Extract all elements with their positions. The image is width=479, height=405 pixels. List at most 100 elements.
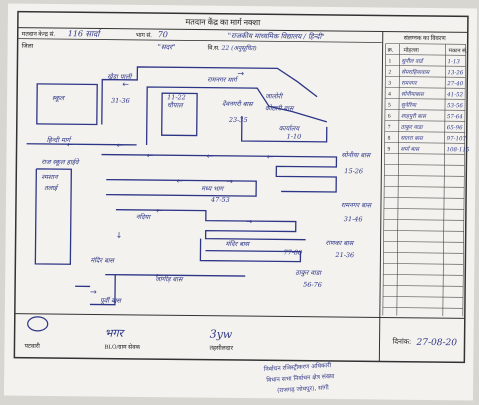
stamp-line-2: विधान सभा निर्वाचन क्षेत्र संख्या bbox=[266, 372, 335, 384]
svg-text:←: ← bbox=[67, 140, 74, 149]
table-cell: 4 bbox=[388, 92, 391, 98]
district-name: "सदर" bbox=[158, 43, 176, 51]
map-label-hindi-road: हिन्दी मार्ग bbox=[47, 136, 73, 144]
map-label-madhya: मध्य भाग bbox=[201, 185, 225, 193]
map-label-sonia-range: 15-26 bbox=[344, 167, 363, 175]
map-label-madhya-range: 47-53 bbox=[210, 196, 230, 204]
polling-station-number: 116 सार्दा bbox=[68, 28, 102, 38]
map-label-nadia: नदिया bbox=[136, 213, 152, 221]
building-name: "राजकीय माध्यमिक विद्यालय / हिन्दी" bbox=[228, 31, 325, 41]
constituency-value: 22 (अनुसूचित) bbox=[221, 44, 258, 52]
map-label-shamshan: श्मशान bbox=[41, 173, 59, 181]
table-cell: 6 bbox=[388, 114, 391, 120]
shamshan-block bbox=[34, 168, 72, 265]
svg-text:←: ← bbox=[117, 141, 124, 150]
table-header-cell: मकान सं. bbox=[449, 47, 468, 54]
map-label-thakurwada: ठाकुर वाडा bbox=[295, 269, 322, 277]
svg-text:←: ← bbox=[155, 271, 162, 280]
table-header-cell: मोहल्ला bbox=[404, 47, 420, 54]
map-label-ramnagar-road: रामनगर मार्ग bbox=[207, 76, 239, 84]
table-cell: 8 bbox=[388, 136, 391, 142]
ward-number: 70 bbox=[158, 30, 168, 39]
map-label-devnagari: देवनगरी बास bbox=[222, 100, 254, 108]
svg-text:→: → bbox=[226, 177, 233, 186]
table-cell: 53-56 bbox=[447, 103, 463, 109]
sidebar-heading: संलग्नक का विवरण bbox=[404, 34, 447, 42]
svg-text:←: ← bbox=[122, 80, 129, 89]
signature-2-mark: भगर bbox=[105, 327, 126, 340]
map-label-purvi: पूर्वी बास bbox=[100, 297, 123, 305]
map-label-jangir: जांगीड़ बास bbox=[155, 275, 184, 283]
map-label-thakurwada-range: 56-76 bbox=[303, 281, 322, 289]
table-cell: रामनगर bbox=[401, 81, 418, 87]
map-label-devnagari-range: 23-35 bbox=[228, 116, 248, 124]
table-cell: 7 bbox=[388, 125, 391, 131]
map-label-kothari: कोठारी बास bbox=[265, 104, 295, 112]
map-label-chaupal-range: 11-22 bbox=[167, 93, 186, 101]
signature-1-mark bbox=[27, 316, 49, 332]
school-block bbox=[36, 83, 98, 126]
svg-text:←: ← bbox=[146, 151, 153, 160]
svg-text:←: ← bbox=[266, 152, 273, 161]
date-label: दिनांक: bbox=[393, 337, 412, 346]
date-value: 27-08-20 bbox=[415, 338, 457, 348]
table-cell: 41-52 bbox=[446, 92, 463, 98]
route-map-canvas: मतदान केंद्र का मार्ग नक्शा मतदान केन्द्… bbox=[13, 10, 470, 394]
signature-area: पटवारी भगर BLO/ग्राम सेवक 3yw तहसीलदार द… bbox=[24, 316, 457, 352]
road-network bbox=[26, 66, 338, 306]
svg-text:←: ← bbox=[156, 206, 163, 215]
map-label-school: स्कूल bbox=[52, 94, 66, 102]
table-cell: 97-107 bbox=[447, 136, 467, 142]
polling-station-label: मतदान केन्द्र सं. bbox=[22, 30, 56, 38]
map-label-kharsi-range: 31-36 bbox=[111, 97, 130, 105]
svg-text:→: → bbox=[90, 287, 97, 296]
map-label-ranka-range: 21-36 bbox=[334, 251, 354, 259]
table-cell: सुनेरिया bbox=[401, 102, 418, 109]
signature-2-caption: BLO/ग्राम सेवक bbox=[104, 343, 140, 351]
svg-text:↓: ↓ bbox=[116, 231, 123, 240]
signature-1-caption: पटवारी bbox=[24, 342, 40, 350]
table-cell: 1 bbox=[388, 59, 391, 65]
table-cell: 57-64 bbox=[447, 114, 463, 120]
map-label-office: कार्यालय bbox=[279, 124, 301, 132]
map-label-ramjilal-range: 31-46 bbox=[344, 215, 363, 223]
ward-label: भाग सं. bbox=[136, 32, 153, 39]
table-cell: 65-96 bbox=[447, 125, 463, 131]
table-cell: सुनील वार्ड bbox=[401, 58, 424, 65]
table-cell: सातरा बास bbox=[401, 136, 424, 142]
map-label-mandir-range: 77-80 bbox=[283, 248, 302, 256]
map-label-chaupal: चौपाल bbox=[167, 101, 184, 109]
signature-3-caption: तहसीलदार bbox=[209, 344, 233, 352]
map-label-ranka: राणका बास bbox=[326, 239, 355, 247]
table-cell: सोनीयाबास bbox=[401, 91, 425, 98]
map-label-ramjilal: रामनगर बास bbox=[341, 201, 373, 209]
table-cell: 108-115 bbox=[447, 147, 470, 153]
table-cell: 27-40 bbox=[446, 81, 463, 87]
map-label-kharsi: खेड़ा पाली bbox=[107, 73, 132, 81]
svg-text:←: ← bbox=[206, 152, 213, 161]
form-title: मतदान केंद्र का मार्ग नक्शा bbox=[185, 16, 261, 27]
constituency-label: वि.स. bbox=[208, 44, 221, 52]
map-label-sonia-bas: सोनीया बास bbox=[341, 151, 371, 159]
house-range-table: क्र. मोहल्ला मकान सं. 1 सुनील वार्ड 1-13 2 सेमर… bbox=[382, 43, 470, 317]
map-label-talai: तलाई bbox=[44, 184, 59, 192]
map-label-jalore: जालोरी bbox=[265, 92, 283, 100]
signature-3-mark: 3yw bbox=[210, 328, 233, 341]
table-header-cell: क्र. bbox=[388, 48, 394, 54]
table-cell: 5 bbox=[388, 103, 391, 109]
official-stamp: निर्वाचन रजिस्ट्रीकरण अधिकारी विधान सभा … bbox=[264, 361, 335, 394]
svg-text:→: → bbox=[237, 69, 244, 78]
outer-frame bbox=[13, 10, 469, 364]
table-cell: सेमराहियावास bbox=[401, 69, 430, 76]
table-cell: 3 bbox=[388, 81, 391, 87]
form-sheet: मतदान केंद्र का मार्ग नक्शा मतदान केन्द्… bbox=[3, 3, 478, 401]
table-cell: 2 bbox=[388, 70, 391, 76]
map-label-gram-panchayat: राज स्कूल हाईवे bbox=[41, 158, 80, 166]
map-label-kothari-range: 1-10 bbox=[287, 132, 302, 140]
stamp-line-3: (राजगढ़ जोधपुर), सांगी bbox=[277, 383, 330, 394]
table-cell: 9 bbox=[388, 147, 391, 153]
table-cell: 1-13 bbox=[447, 59, 460, 65]
svg-text:←: ← bbox=[176, 176, 183, 185]
table-cell: शर्मा बास bbox=[401, 146, 421, 153]
table-cell: शाहपुरी बास bbox=[401, 113, 427, 120]
